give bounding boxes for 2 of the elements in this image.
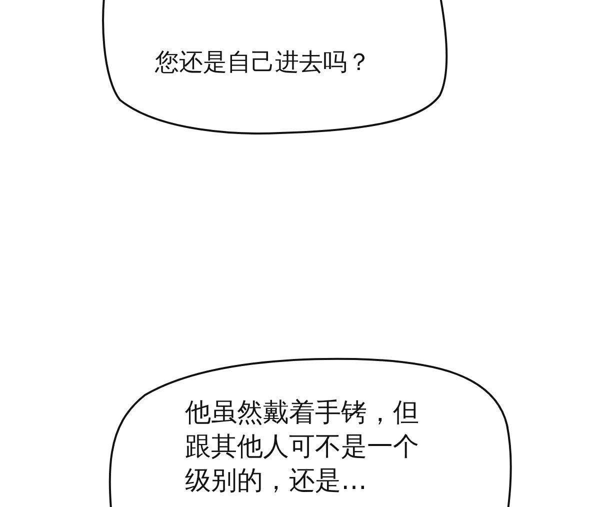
dialogue-text: 您还是自己进去吗？	[155, 47, 372, 78]
dialogue-text: 他虽然戴着手铐，但跟其他人可不是一个级别的，还是…	[185, 397, 420, 498]
